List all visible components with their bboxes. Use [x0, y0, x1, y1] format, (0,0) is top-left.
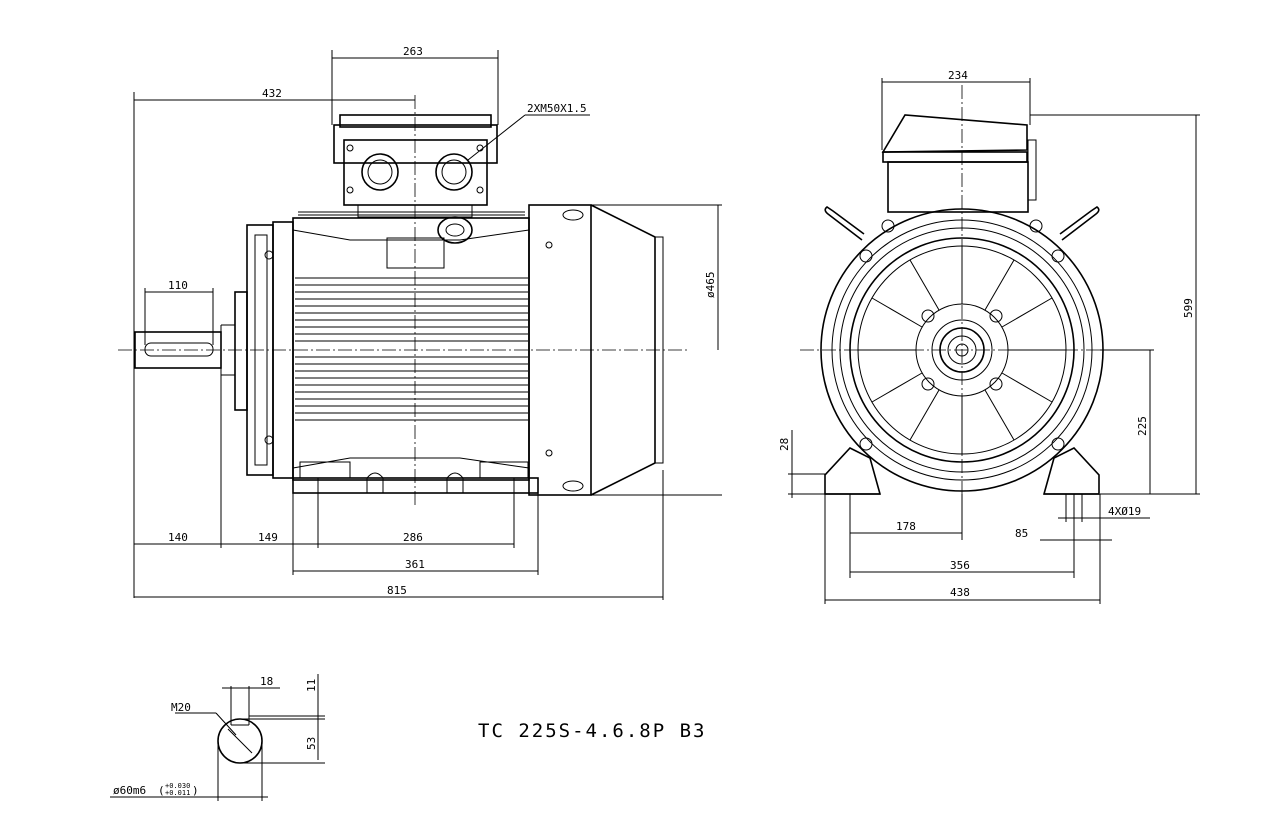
dim-28: 28 — [778, 438, 791, 451]
end-shield-bolts — [859, 219, 1065, 451]
dim-11: 11 — [305, 679, 318, 692]
dim-4x19: 4XØ19 — [1108, 505, 1141, 518]
dim-263: 263 — [403, 45, 423, 58]
dim-599: 599 — [1182, 298, 1195, 318]
terminal-box — [333, 114, 498, 218]
shaft — [134, 324, 235, 376]
cable-gland-right — [435, 153, 473, 191]
shaft-detail: 18 11 M20 53 ø60m6 ( +0.030 +0.011 ) — [110, 674, 325, 801]
dim-815: 815 — [387, 584, 407, 597]
dim-465: ø465 — [704, 272, 717, 299]
dim-286: 286 — [403, 531, 423, 544]
side-view: 263 432 2XM50X1.5 110 ø465 140 149 286 3… — [118, 45, 722, 600]
dim-110: 110 — [168, 279, 188, 292]
fan-spokes — [858, 246, 1066, 454]
motor-feet — [292, 461, 539, 494]
dim-356: 356 — [950, 559, 970, 572]
dim-18: 18 — [260, 675, 273, 688]
tol-open-paren: ( — [158, 784, 165, 797]
end-view-feet — [824, 447, 1100, 495]
dim-432: 432 — [262, 87, 282, 100]
tol-close-paren: ) — [192, 784, 199, 797]
tol-upper: +0.030 — [165, 782, 190, 790]
dim-85: 85 — [1015, 527, 1028, 540]
thread-label: M20 — [171, 701, 191, 714]
dim-361: 361 — [405, 558, 425, 571]
lifting-eye-right — [1059, 206, 1100, 241]
dim-178: 178 — [896, 520, 916, 533]
dim-225: 225 — [1136, 416, 1149, 436]
dim-140: 140 — [168, 531, 188, 544]
nameplate — [386, 237, 445, 269]
model-title: TC 225S-4.6.8P B3 — [478, 720, 706, 742]
dim-149: 149 — [258, 531, 278, 544]
shaft-fit: ø60m6 — [113, 784, 146, 797]
lifting-eye — [437, 216, 473, 244]
cooling-fins — [295, 277, 528, 421]
cable-gland-label: 2XM50X1.5 — [527, 102, 587, 115]
end-view: 234 599 225 28 178 85 4XØ19 356 438 — [778, 69, 1200, 604]
motor-frame — [292, 211, 530, 481]
tol-lower: +0.011 — [165, 789, 190, 797]
lifting-eye-left — [824, 206, 865, 241]
cable-gland-left — [361, 153, 399, 191]
dim-53: 53 — [305, 737, 318, 750]
dim-234: 234 — [948, 69, 968, 82]
terminal-box-end — [881, 114, 1037, 213]
dim-438: 438 — [950, 586, 970, 599]
fan-cover — [528, 204, 664, 496]
